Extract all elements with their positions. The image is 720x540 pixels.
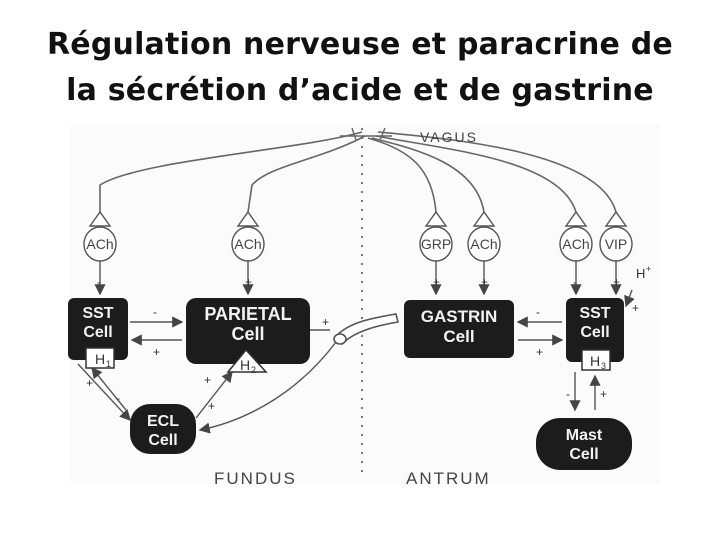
mediator-label-1: ACh: [86, 236, 113, 252]
parietal-line1: PARIETAL: [204, 304, 291, 324]
parietal-cell: PARIETAL Cell H 2: [186, 298, 310, 375]
sign-sst-ecl-a: +: [86, 376, 93, 390]
sst-antrum-line2: Cell: [580, 324, 609, 341]
mediator-label-6: VIP: [605, 236, 628, 252]
signal-arrows: [77, 289, 635, 434]
mediator-sign-4: +: [481, 275, 488, 289]
nerve-terminal-5: ACh -: [559, 210, 593, 296]
h3-receptor-antrum-sub: 3: [601, 361, 606, 371]
nerve-terminal-3: GRP +: [419, 210, 453, 296]
h3-receptor-antrum: H: [590, 353, 600, 369]
sign-labels: - + - + + + - + + - + +: [86, 301, 639, 413]
blood-vessel: [333, 313, 399, 346]
nerve-terminal-2: ACh +: [231, 210, 265, 296]
sst-cell-antrum: SST Cell H 3: [566, 298, 624, 371]
mediator-sign-2: +: [245, 275, 252, 289]
gastrin-line2: Cell: [443, 327, 474, 346]
title-line-1: Régulation nerveuse et paracrine de: [47, 27, 673, 62]
gastrin-cell: GASTRIN Cell: [404, 300, 514, 358]
mast-line2: Cell: [569, 446, 598, 463]
sign-mast-sst: +: [600, 387, 607, 401]
ecl-line1: ECL: [147, 413, 179, 430]
h2-receptor-parietal: H: [240, 357, 250, 373]
antrum-label: ANTRUM: [406, 469, 491, 488]
h1-receptor-fundus-sub: 1: [106, 359, 111, 369]
hplus-label-sup: +: [646, 264, 651, 274]
mediator-label-2: ACh: [234, 236, 261, 252]
sst-fundus-line1: SST: [82, 305, 113, 322]
sign-gastrin-to-parietal: +: [322, 315, 329, 329]
mediator-sign-5: -: [573, 275, 577, 289]
terminal-triangle: [236, 210, 260, 227]
sst-fundus-line2: Cell: [83, 324, 112, 341]
sign-gastrin-ecl: +: [208, 399, 215, 413]
sst-cell-fundus: SST Cell H 1: [68, 298, 128, 369]
vagus-fibers: [99, 127, 617, 213]
sign-hplus: +: [632, 301, 639, 315]
mast-line1: Mast: [566, 427, 603, 444]
sign-gastrin-to-sst: +: [536, 345, 543, 359]
sign-parietal-to-sst: +: [153, 345, 160, 359]
mediator-sign-3: +: [433, 275, 440, 289]
hplus-label: H: [636, 266, 645, 281]
terminal-triangle: [472, 210, 496, 227]
nerve-terminal-6: VIP +: [599, 210, 633, 296]
sign-sst-to-gastrin: -: [536, 305, 540, 319]
fundus-label: FUNDUS: [214, 469, 297, 488]
terminal-triangle: [424, 210, 448, 227]
vagus-label: VAGUS: [420, 129, 478, 145]
title-line-2: la sécrétion d’acide et de gastrine: [66, 73, 654, 108]
sign-sst-mast: -: [566, 387, 570, 401]
nerve-terminal-1: ACh -: [83, 210, 117, 296]
mediator-group: ACh - ACh + GRP + ACh + ACh - VIP +: [83, 210, 633, 296]
h2-receptor-parietal-sub: 2: [251, 365, 256, 375]
terminal-triangle: [604, 210, 628, 227]
sst-antrum-line1: SST: [579, 305, 610, 322]
sign-sst-to-parietal: -: [153, 305, 157, 319]
ecl-line2: Cell: [148, 432, 177, 449]
mediator-label-3: GRP: [421, 236, 451, 252]
terminal-triangle: [564, 210, 588, 227]
h1-receptor-fundus: H: [95, 351, 105, 367]
nerve-terminal-4: ACh +: [467, 210, 501, 296]
mediator-sign-1: -: [97, 275, 101, 289]
sign-ecl-parietal: +: [204, 373, 211, 387]
gastrin-line1: GASTRIN: [421, 307, 498, 326]
mast-cell: Mast Cell: [536, 418, 632, 470]
mediator-label-4: ACh: [470, 236, 497, 252]
slide-title: Régulation nerveuse et paracrine de la s…: [0, 22, 720, 114]
parietal-line2: Cell: [231, 324, 264, 344]
mediator-label-5: ACh: [562, 236, 589, 252]
sign-sst-ecl-b: -: [116, 391, 120, 405]
mediator-sign-6: +: [613, 275, 620, 289]
ecl-cell: ECL Cell: [130, 404, 196, 454]
terminal-triangle: [88, 210, 112, 227]
